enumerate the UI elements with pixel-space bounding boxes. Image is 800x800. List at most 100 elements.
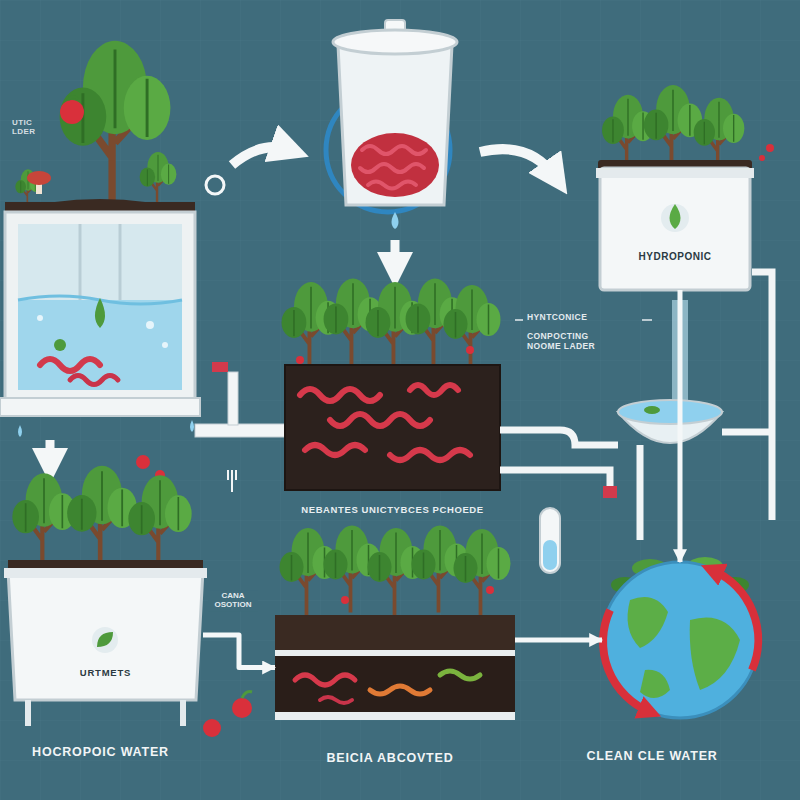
worm xyxy=(40,359,100,371)
apple-leaf xyxy=(242,692,252,698)
worm xyxy=(295,675,355,685)
plant xyxy=(128,475,191,572)
test-tube-water xyxy=(543,540,557,570)
berry xyxy=(759,155,765,161)
node-caption: HOCROPOIC WATER xyxy=(32,745,169,759)
tomato-leaf xyxy=(68,97,78,100)
funnel-water xyxy=(618,400,722,424)
apple xyxy=(136,455,150,469)
bucket-leg xyxy=(28,700,183,726)
label-holder: HYNTCONICE xyxy=(527,313,639,323)
bucket xyxy=(600,168,750,290)
text-holder: NEBANTES UNICTYBCES PCHOEDE xyxy=(301,499,483,517)
berry xyxy=(296,356,304,364)
drop-icon xyxy=(670,204,681,229)
node-caption: NEBANTES UNICTYBCES PCHOEDE xyxy=(301,505,483,516)
pipe xyxy=(637,445,644,540)
worm-bed: NEBANTES UNICTYBCES PCHOEDE xyxy=(285,365,500,490)
tank-glass xyxy=(18,224,182,390)
plant xyxy=(140,152,177,208)
flow-arrow xyxy=(391,240,400,270)
tomato xyxy=(60,100,84,124)
note-label: CONPOCTING NOOME LADER xyxy=(527,332,622,352)
label-holder: UTIC LDER xyxy=(12,118,46,136)
label-holder: CONPOCTING NOOME LADER xyxy=(527,332,622,352)
icon-disc xyxy=(92,627,118,653)
berry xyxy=(341,596,349,604)
layer-line xyxy=(275,650,515,656)
valve xyxy=(603,486,617,498)
planter-bucket: URTMETSHOCROPOIC WATER xyxy=(8,570,203,700)
pipe xyxy=(228,372,238,425)
bucket xyxy=(8,570,203,700)
plant xyxy=(454,529,511,616)
icon-disc xyxy=(661,204,689,232)
drip xyxy=(18,425,22,437)
worm-bed xyxy=(285,365,500,490)
continent xyxy=(690,618,740,691)
node-caption: CLEAN CLE WATER xyxy=(586,749,717,763)
mushroom-cap xyxy=(27,171,51,185)
bubble xyxy=(162,342,168,348)
leaf xyxy=(644,406,660,414)
drop-icon xyxy=(95,298,105,328)
edge-label: CANA OSOTION xyxy=(208,591,258,611)
plant xyxy=(67,466,137,572)
pipe xyxy=(500,430,618,445)
flow-arrow xyxy=(480,149,556,178)
worm xyxy=(360,146,426,189)
pipe xyxy=(195,424,290,437)
cycle-arrow xyxy=(712,570,758,670)
text-holder: HOCROPOIC WATER xyxy=(32,742,169,760)
leaf-icon xyxy=(97,632,113,647)
note-label: UTIC LDER xyxy=(12,118,46,136)
edge-label-holder: CANA OSOTION xyxy=(208,591,258,612)
globe-node: CLEAN CLE WATER xyxy=(602,562,758,718)
text-holder: HYDROPONIC xyxy=(600,246,750,264)
worm-mass xyxy=(351,133,439,197)
leaf xyxy=(54,339,66,351)
worm xyxy=(370,686,430,694)
plant xyxy=(12,473,75,570)
apple xyxy=(232,698,252,718)
bucket-rim xyxy=(4,568,207,578)
text-holder: URTMETS xyxy=(8,662,203,680)
pipe xyxy=(752,272,772,520)
soil-layer xyxy=(275,656,515,714)
cycle-arrow xyxy=(603,610,650,712)
flow-arrow xyxy=(232,147,290,165)
bucket-rim xyxy=(596,168,754,178)
compost-pot xyxy=(338,45,452,205)
continent xyxy=(628,597,668,648)
lid xyxy=(333,30,457,54)
continent xyxy=(640,670,670,698)
bubble xyxy=(146,321,154,329)
pipe xyxy=(722,429,772,436)
worm xyxy=(440,671,480,679)
compost-bed: BEICIA ABCOVTED xyxy=(275,615,515,720)
flow-connector xyxy=(678,290,683,562)
test-tube xyxy=(540,508,560,573)
berry xyxy=(466,346,474,354)
tank-base xyxy=(0,398,200,416)
apple xyxy=(203,719,221,737)
berry xyxy=(486,586,494,594)
worm xyxy=(320,697,352,703)
pipe xyxy=(500,470,610,486)
globe xyxy=(602,562,758,718)
swirl-icon xyxy=(206,176,224,194)
worm xyxy=(300,385,470,460)
hydroponic-bucket: HYDROPONIC xyxy=(600,168,750,290)
flow-arrow xyxy=(46,440,55,466)
tank xyxy=(5,212,195,400)
node-caption: BEICIA ABCOVTED xyxy=(326,751,453,765)
valve xyxy=(212,362,228,372)
plant xyxy=(444,285,501,372)
fork-icon xyxy=(228,470,236,492)
worm xyxy=(70,376,118,385)
soil-layer xyxy=(275,615,515,653)
